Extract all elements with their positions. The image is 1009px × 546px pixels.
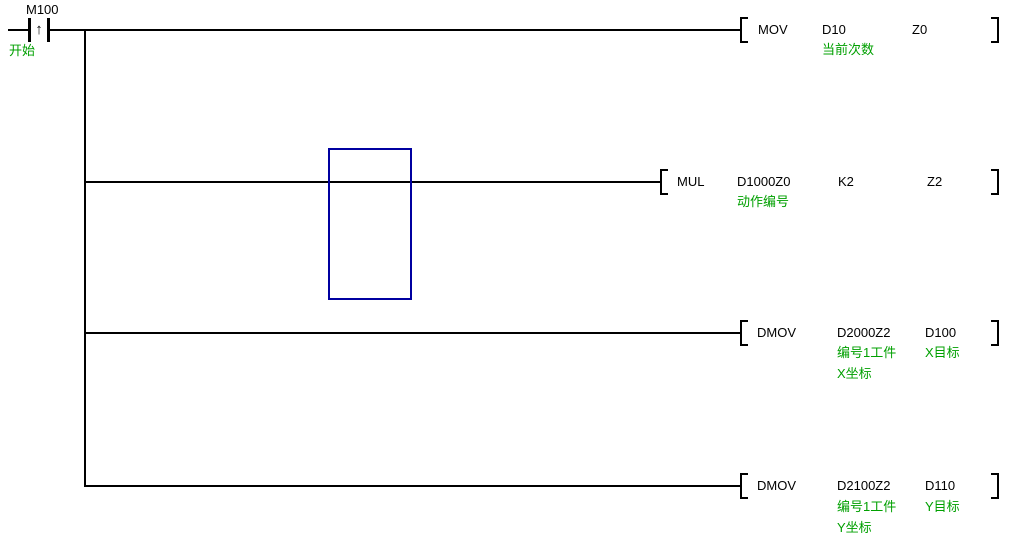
branch-vertical-line (84, 29, 86, 487)
left-bracket-icon (740, 320, 748, 346)
right-bracket-icon (991, 473, 999, 499)
operand[interactable]: D110 (925, 478, 956, 493)
operand-comment: 编号1工件 (837, 345, 897, 360)
left-bracket-icon (740, 473, 748, 499)
rung2-line (84, 181, 662, 183)
up-arrow-icon: ↑ (35, 21, 43, 38)
right-bracket-icon (991, 169, 999, 195)
operand[interactable]: D10 (822, 22, 846, 37)
operand-comment: 当前次数 (822, 42, 875, 57)
operand[interactable]: D2000Z2 (837, 325, 891, 340)
instruction-mnemonic[interactable]: MUL (677, 174, 705, 189)
right-bracket-icon (991, 17, 999, 43)
contact-comment: 开始 (9, 43, 36, 58)
operand[interactable]: Z2 (927, 174, 943, 189)
contact-left-bar (28, 18, 31, 42)
selection-cursor[interactable] (328, 148, 412, 300)
contact-right-bar (47, 18, 50, 42)
operand-comment: 动作编号 (737, 194, 790, 209)
operand-comment: Y目标 (925, 499, 960, 514)
operand[interactable]: K2 (838, 174, 854, 189)
rung3-line (84, 332, 742, 334)
operand-comment: X目标 (925, 345, 960, 360)
operand[interactable]: Z0 (912, 22, 928, 37)
operand[interactable]: D1000Z0 (737, 174, 791, 189)
instruction-mnemonic[interactable]: MOV (758, 22, 788, 37)
left-bracket-icon (660, 169, 668, 195)
operand-comment: X坐标 (837, 366, 872, 381)
contact-device-label: M100 (26, 2, 59, 17)
operand[interactable]: D100 (925, 325, 957, 340)
rising-edge-contact[interactable]: ↑ (28, 17, 50, 43)
rung4-line (84, 485, 742, 487)
rung1-line (8, 29, 742, 31)
operand-comment: Y坐标 (837, 520, 872, 535)
left-bracket-icon (740, 17, 748, 43)
operand[interactable]: D2100Z2 (837, 478, 891, 493)
right-bracket-icon (991, 320, 999, 346)
instruction-mnemonic[interactable]: DMOV (757, 325, 796, 340)
instruction-mnemonic[interactable]: DMOV (757, 478, 796, 493)
operand-comment: 编号1工件 (837, 499, 897, 514)
